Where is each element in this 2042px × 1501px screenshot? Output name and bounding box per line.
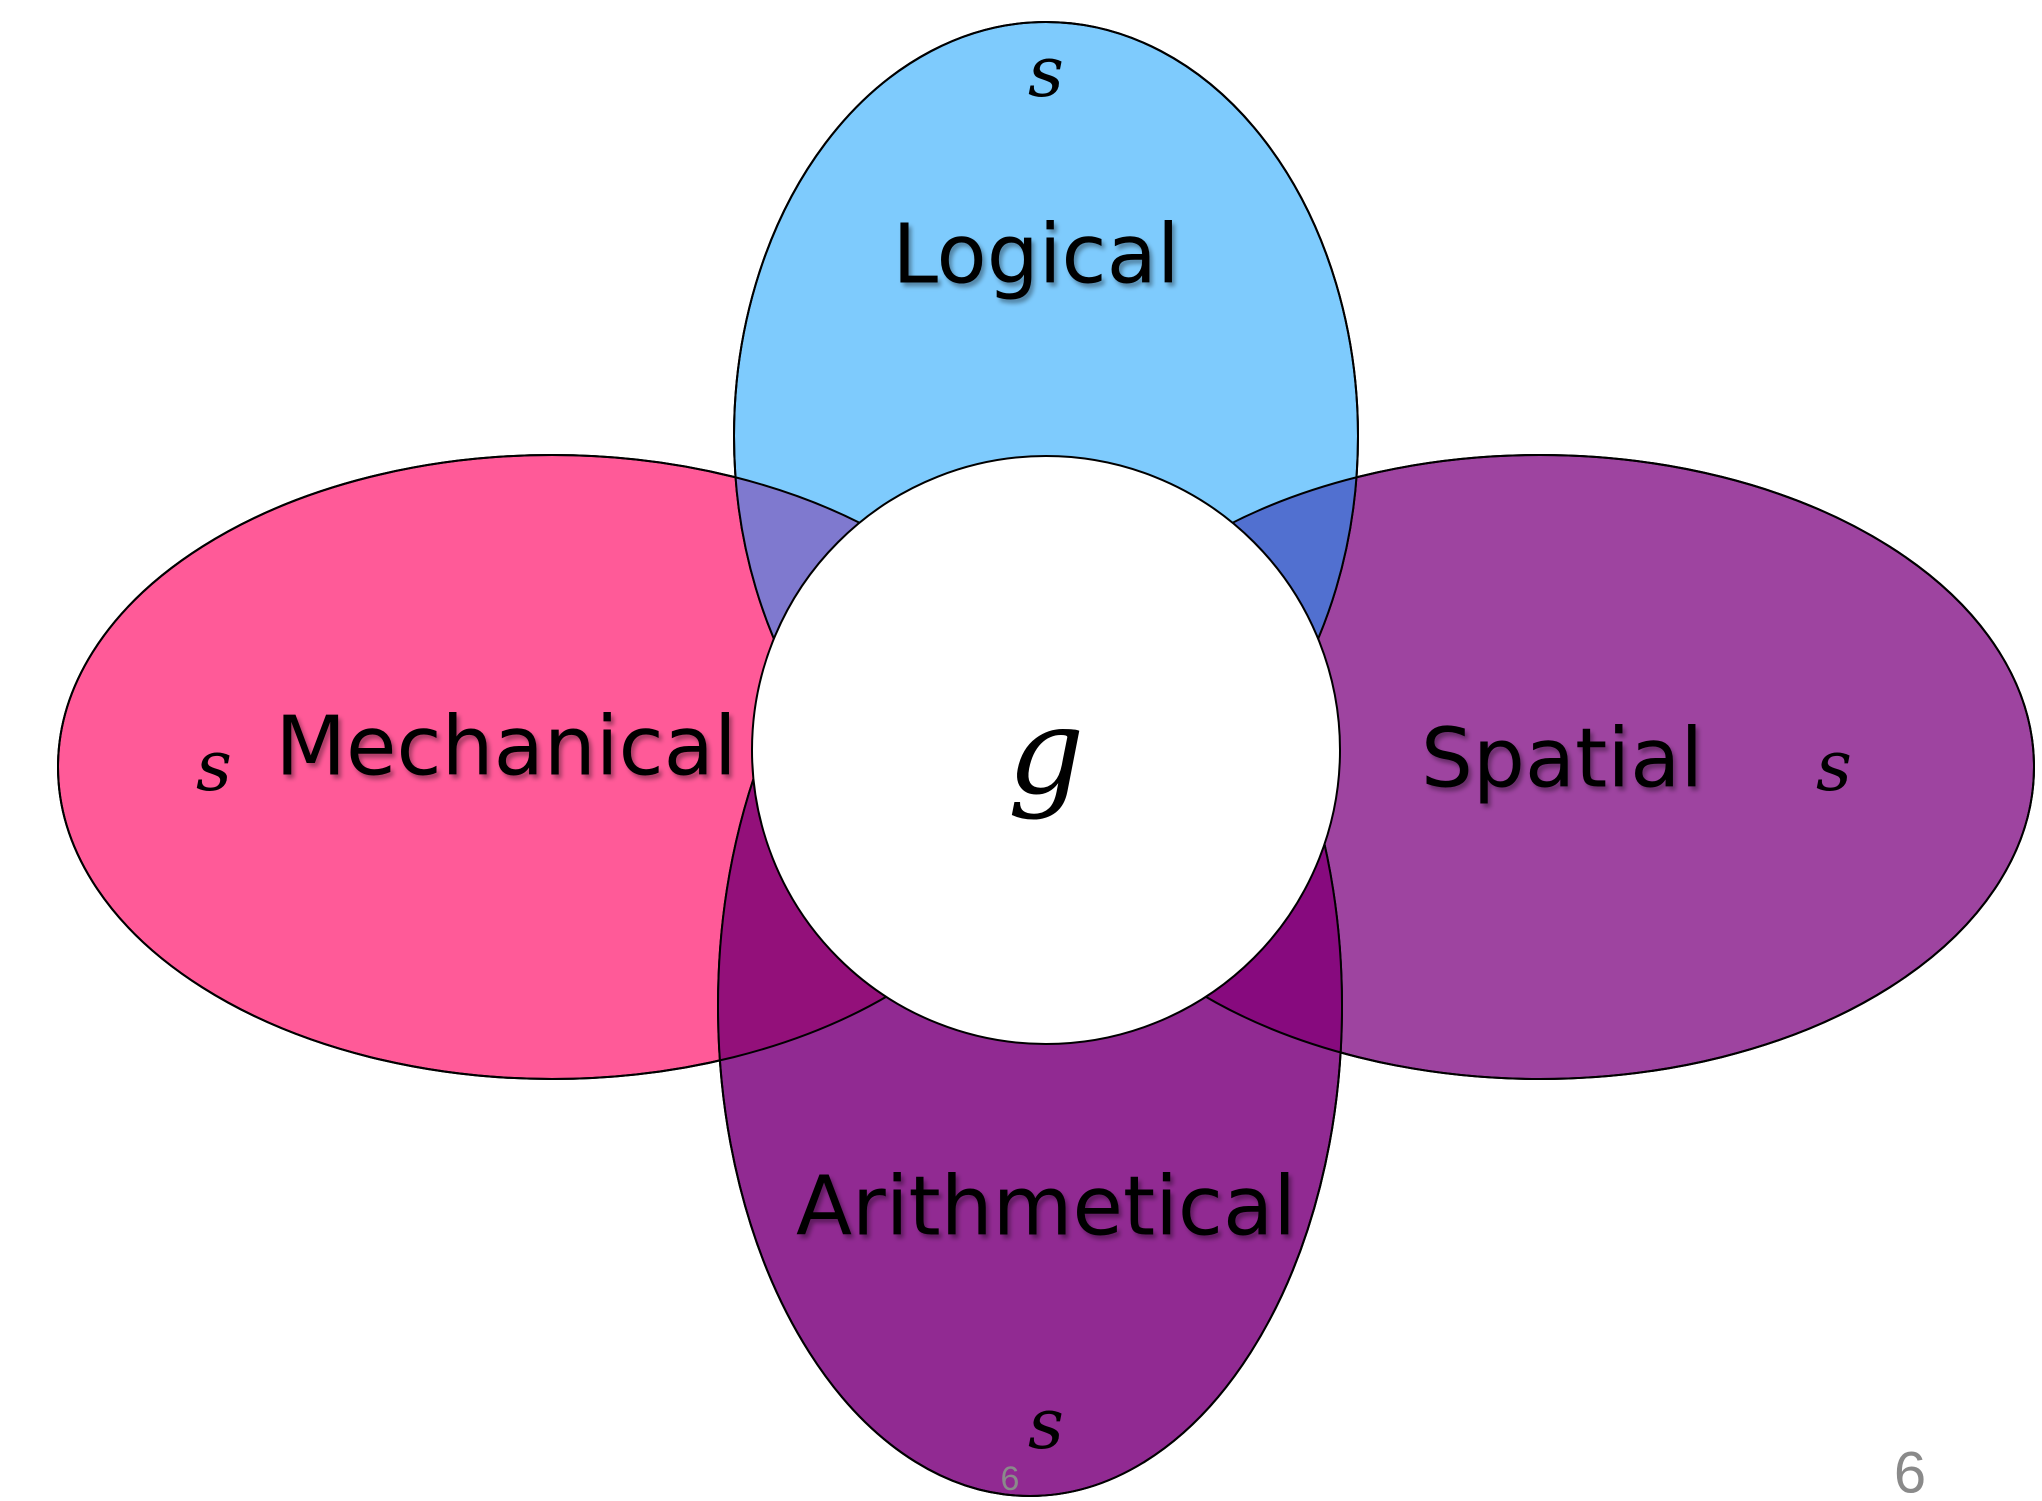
spatial-label: Spatial xyxy=(1421,711,1703,806)
spatial-specific-label: s xyxy=(1816,725,1852,807)
arithmetical-label: Arithmetical xyxy=(796,1159,1296,1254)
logical-specific-label: s xyxy=(1028,31,1064,113)
page-number-small: 6 xyxy=(1001,1460,1020,1498)
logical-label: Logical xyxy=(892,207,1179,302)
page-number: 6 xyxy=(1894,1440,1926,1501)
mechanical-label: Mechanical xyxy=(275,699,736,794)
arithmetical-specific-label: s xyxy=(1028,1383,1064,1465)
g-center-circle xyxy=(751,455,1341,1045)
g-label: g xyxy=(1008,683,1085,822)
mechanical-specific-label: s xyxy=(196,725,232,807)
